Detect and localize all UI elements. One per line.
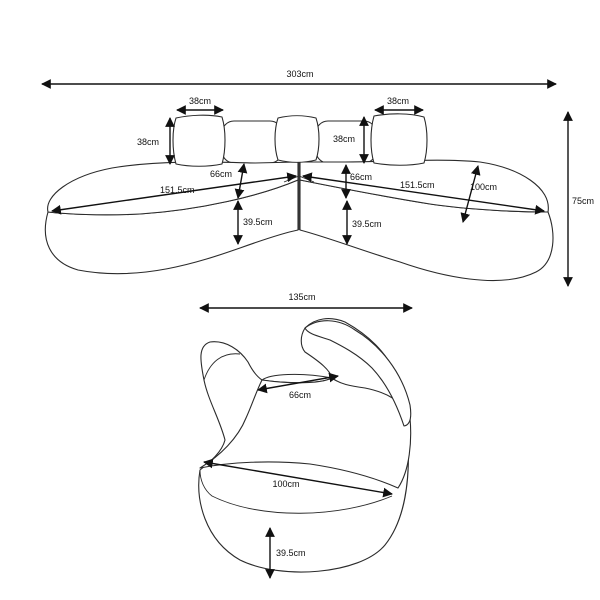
pillow-width-right-label: 38cm [387, 96, 409, 106]
module-width-label: 135cm [288, 292, 315, 302]
pillow-height-left-label: 38cm [137, 137, 159, 147]
module-seat-height-label: 39.5cm [276, 548, 306, 558]
top-dimensions: 303cm 75cm 38cm 38cm 38cm 38cm 151.5cm 1… [41, 69, 594, 287]
pillow-center [274, 115, 320, 163]
overall-height-label: 75cm [572, 196, 594, 206]
pillow-height-right-label: 38cm [333, 134, 355, 144]
seat-height-left-label: 39.5cm [243, 217, 273, 227]
seat-height-right-label: 39.5cm [352, 219, 382, 229]
backrest-left [221, 120, 283, 164]
pillow-left [172, 114, 226, 167]
module-back-cushion [304, 320, 412, 427]
single-module-drawing [198, 318, 412, 573]
pillow-width-left-label: 38cm [189, 96, 211, 106]
section-length-left-label: 151.5cm [160, 185, 195, 195]
overall-width-label: 303cm [286, 69, 313, 79]
module-arm-depth-label: 100cm [272, 479, 299, 489]
sectional-sofa-drawing [44, 113, 554, 282]
arm-depth-label: 100cm [470, 182, 497, 192]
module-depth-label: 66cm [289, 390, 311, 400]
depth-left-label: 66cm [210, 169, 232, 179]
pillow-right [370, 113, 428, 166]
module-dimensions: 135cm 66cm 100cm 39.5cm [199, 292, 413, 579]
depth-right-label: 66cm [350, 172, 372, 182]
section-length-right-label: 151.5cm [400, 180, 435, 190]
